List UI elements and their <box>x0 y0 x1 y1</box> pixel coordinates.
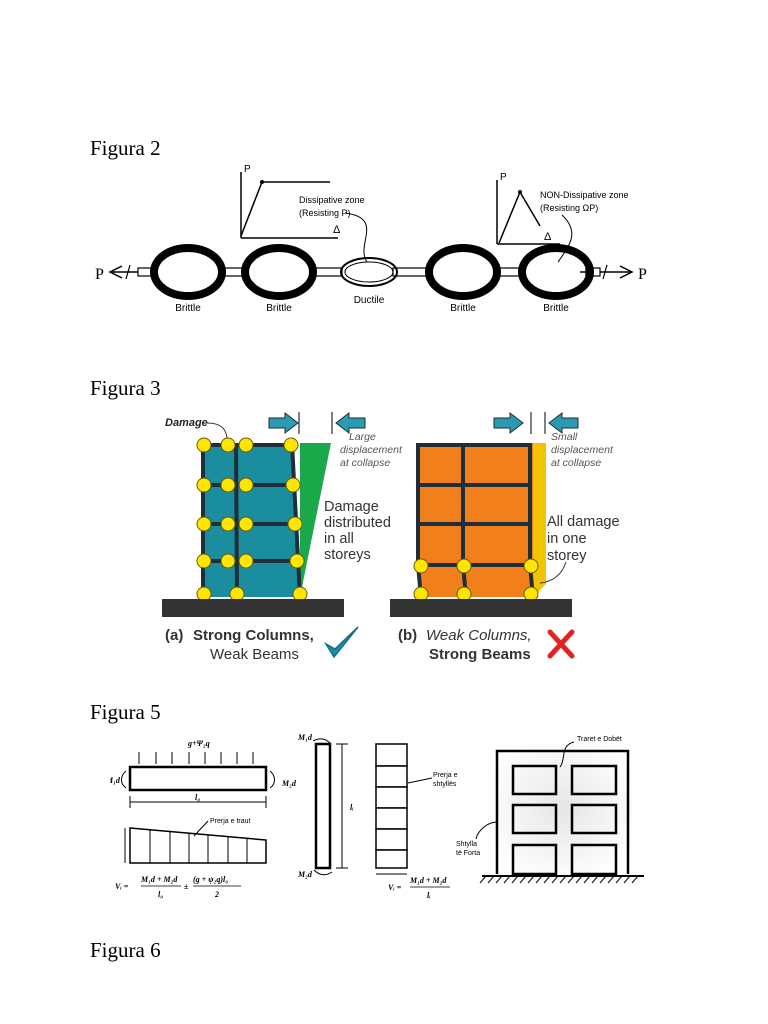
all-damage-note-3: storey <box>547 548 587 564</box>
strong-columns-label-1: Shtylla <box>456 841 477 848</box>
link-label-3: Ductile <box>354 295 385 306</box>
brittle-link-4 <box>518 244 594 300</box>
small-disp-line-2: displacement <box>551 444 614 456</box>
column-moment-bottom: M₂d <box>297 870 313 879</box>
strong-column-weak-beam-frame: Traret e Dobët Shtylla të Forta <box>456 736 644 884</box>
weak-columns-frame: Small displacement at collapse All damag… <box>390 411 620 663</box>
column-moment-top: M₁d <box>297 733 313 742</box>
figura-2-chain-diagram: P Δ Dissipative zone (Resisting P) P Δ N… <box>90 160 660 320</box>
weak-columns-title: Weak Columns, <box>426 627 532 644</box>
brittle-link-3 <box>425 244 501 300</box>
damage-note-3: in all <box>324 531 354 547</box>
large-disp-line-2: displacement <box>340 444 403 456</box>
brittle-link-2 <box>241 244 317 300</box>
damage-note-2: distributed <box>324 515 391 531</box>
small-disp-line-1: Small <box>551 431 578 443</box>
displacement-arrow-left <box>268 411 366 435</box>
caption-figura-6: Figura 6 <box>90 938 161 962</box>
beam-span-label: l₀ <box>195 793 200 802</box>
column-formula-den: lᵢ <box>427 891 431 900</box>
beam-moment-right: M₂d <box>281 779 297 788</box>
small-disp-line-3: at collapse <box>551 457 601 469</box>
beam-formula-den2: 2 <box>214 890 219 899</box>
link-label-4: Brittle <box>450 303 476 314</box>
beam-shear-label: Prerja e traut <box>210 818 251 825</box>
non-dissipative-graph: P Δ NON-Dissipative zone (Resisting ΩP) <box>496 172 629 263</box>
link-label-2: Brittle <box>266 303 292 314</box>
dissipative-graph: P Δ Dissipative zone (Resisting P) <box>240 164 368 263</box>
column-formula-num: M₁d + M₂d <box>409 876 447 885</box>
ductile-link-inner <box>344 261 394 283</box>
load-label: g+Ψ₂q <box>187 739 210 748</box>
weak-beams-label: Traret e Dobët <box>577 736 622 743</box>
strong-columns-label-2: të Forta <box>456 850 480 857</box>
damage-note-1: Damage <box>324 499 379 515</box>
strong-beams-title: Strong Beams <box>429 646 531 663</box>
caption-figura-3: Figura 3 <box>90 376 161 400</box>
beam-moment-left: M₁d <box>110 776 121 785</box>
beam-formula-lhs: Vᵢ = <box>115 882 129 891</box>
caption-figura-5: Figura 5 <box>90 700 161 724</box>
large-disp-line-3: at collapse <box>340 457 390 469</box>
non-dissipative-label-1: NON-Dissipative zone <box>540 190 629 200</box>
label-a: (a) <box>165 627 183 644</box>
large-disp-line-1: Large <box>349 431 376 443</box>
force-left-label: P <box>95 266 104 283</box>
column-section-label-1: Prerja e <box>433 772 458 779</box>
beam-formula-den1: l₀ <box>158 890 163 899</box>
column-shear-diagram: M₁d M₂d lᵢ Prerja e shtyllës Vᵢ = M₁d + … <box>297 733 458 900</box>
delta-axis-label-right: Δ <box>544 231 552 243</box>
figura-5-capacity-design: g+Ψ₂q M₁d M₂d l₀ Prerja e traut Vᵢ = M₁d… <box>110 725 660 915</box>
beam-shear-diagram: g+Ψ₂q M₁d M₂d l₀ Prerja e traut Vᵢ = M₁d… <box>110 739 297 899</box>
non-dissipative-label-2: (Resisting ΩP) <box>540 203 598 213</box>
column-formula-lhs: Vᵢ = <box>388 883 402 892</box>
damage-note-4: storeys <box>324 547 371 563</box>
weak-beams-title: Weak Beams <box>210 646 299 663</box>
label-b: (b) <box>398 627 417 644</box>
all-damage-note-2: in one <box>547 531 587 547</box>
force-right-label: P <box>638 266 647 283</box>
delta-axis-label: Δ <box>333 224 341 236</box>
p-axis-label: P <box>244 164 251 175</box>
check-icon <box>323 626 359 659</box>
displacement-arrow-right <box>493 411 579 435</box>
figura-3-frames: Damage Large displacement at collapse Da… <box>158 405 628 675</box>
dissipative-label-1: Dissipative zone <box>299 195 365 205</box>
caption-figura-2: Figura 2 <box>90 136 161 160</box>
link-label-5: Brittle <box>543 303 569 314</box>
ductile-link <box>340 257 398 287</box>
link-label-1: Brittle <box>175 303 201 314</box>
chain-links <box>150 244 594 300</box>
beam-formula-pm: ± <box>184 882 189 891</box>
beam-formula-num2: (g + ψ₂q)l₀ <box>193 875 228 884</box>
all-damage-note-1: All damage <box>547 514 620 530</box>
damage-label: Damage <box>165 417 208 429</box>
p-axis-label-right: P <box>500 172 507 183</box>
brittle-link-1 <box>150 244 226 300</box>
strong-columns-title: Strong Columns, <box>193 627 314 644</box>
column-section-label-2: shtyllës <box>433 781 457 788</box>
dissipative-label-2: (Resisting P) <box>299 208 351 218</box>
beam-formula-num1: M₁d + M₂d <box>140 875 178 884</box>
large-displacement-wedge <box>300 443 331 597</box>
small-displacement-wedge <box>531 443 546 597</box>
strong-columns-frame: Damage Large displacement at collapse Da… <box>162 411 403 663</box>
column-height-label: lᵢ <box>350 803 354 812</box>
cross-icon <box>547 629 575 659</box>
